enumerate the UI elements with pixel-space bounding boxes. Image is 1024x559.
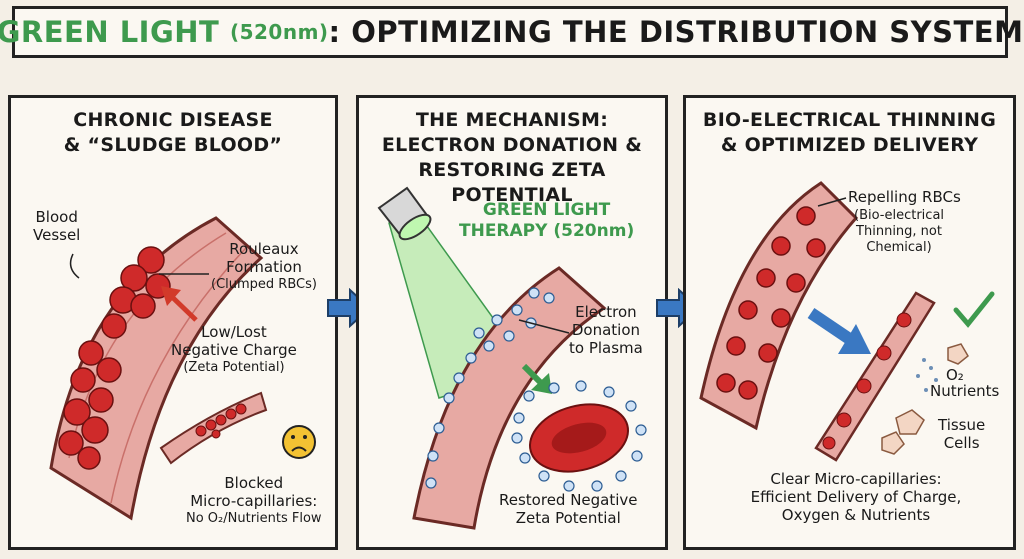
panel3-title-line2: & OPTIMIZED DELIVERY [720,134,979,156]
label-therapy: GREEN LIGHT THERAPY (520nm) [459,200,634,242]
tissue-cells [881,343,969,455]
flashlight-icon [377,186,432,241]
panel3-title: BIO-ELECTRICAL THINNING & OPTIMIZED DELI… [686,108,1013,158]
label-clear-line2: Efficient Delivery of Charge, [750,488,962,506]
panel1-title-line2: & “SLUDGE BLOOD” [63,134,283,156]
label-electron-line1: Electron [575,303,637,321]
label-restored-line1: Restored Negative [499,491,638,509]
panel-mechanism: THE MECHANISM: ELECTRON DONATION & RESTO… [356,95,668,550]
label-electron-line2: Donation [571,321,641,339]
label-blood-vessel-line1: Blood [35,208,78,226]
panel2-title-line2: ELECTRON DONATION & [381,134,643,156]
label-tissue-cells: Tissue Cells [938,416,985,452]
label-no-flow: No O₂/Nutrients Flow [186,511,322,526]
label-negative-charge: Low/Lost Negative Charge (Zeta Potential… [171,323,297,377]
label-electron-donation: Electron Donation to Plasma [569,303,643,357]
clumped-rbcs [58,246,171,470]
label-clear-line3: Oxygen & Nutrients [781,506,931,524]
panel2-title-line1: THE MECHANISM: [415,109,609,131]
label-zeta: (Zeta Potential) [183,360,285,375]
title-wavelength: (520nm) [229,20,329,44]
sad-face-icon [282,425,316,459]
label-thinning-line1: (Bio-electrical [854,208,945,223]
electron-icons [425,287,555,489]
title-rest: : OPTIMIZING THE DISTRIBUTION SYSTEM [328,15,1024,49]
page-title: GREEN LIGHT (520nm): OPTIMIZING THE DIST… [0,6,1023,58]
label-repelling: Repelling RBCs [848,188,961,206]
panel2-title-line3: RESTORING ZETA POTENTIAL [418,159,606,206]
panel1-title: CHRONIC DISEASE & “SLUDGE BLOOD” [11,108,335,158]
red-arrow-icon [161,286,198,322]
panel3-title-line1: BIO-ELECTRICAL THINNING [702,109,997,131]
label-rouleaux-line2: Formation [226,258,302,276]
label-blocked-line1: Blocked [224,474,284,492]
blue-arrow-icon [807,308,871,354]
label-o2: O₂ [946,366,964,384]
label-thinning: (Bio-electrical Thinning, not Chemical) [854,208,944,256]
label-clumped: (Clumped RBCs) [211,277,317,292]
repelling-rbcs [716,206,826,400]
label-blood-vessel: Blood Vessel [33,208,80,244]
panel2-title: THE MECHANISM: ELECTRON DONATION & RESTO… [359,108,665,208]
label-clear-line1: Clear Micro-capillaries: [770,470,942,488]
label-rouleaux: Rouleaux Formation (Clumped RBCs) [211,240,317,294]
panel1-illustration [49,216,316,521]
green-arrow-icon [521,363,552,394]
title-green-light: GREEN LIGHT [0,15,220,49]
label-restored-line2: Zeta Potential [515,509,621,527]
label-therapy-line2: THERAPY (520nm) [459,221,635,241]
label-charge-line2: Negative Charge [171,341,297,359]
label-nutrients: Nutrients [930,382,1000,400]
label-rouleaux-line1: Rouleaux [229,240,299,258]
panel-chronic-disease: CHRONIC DISEASE & “SLUDGE BLOOD” Blood V… [8,95,338,550]
check-icon [953,291,995,328]
label-electron-line3: to Plasma [569,339,643,357]
label-blood-vessel-line2: Vessel [33,226,81,244]
label-tissue-line1: Tissue [938,416,986,434]
label-restored: Restored Negative Zeta Potential [499,491,638,527]
label-thinning-line2: Thinning, not [856,224,942,239]
panel-optimized-delivery: BIO-ELECTRICAL THINNING & OPTIMIZED DELI… [683,95,1016,550]
label-tissue-line2: Cells [943,434,980,452]
label-therapy-line1: GREEN LIGHT [482,200,611,220]
panel3-illustration [699,181,995,462]
label-charge-line1: Low/Lost [201,323,267,341]
label-thinning-line3: Chemical) [866,240,932,255]
restored-rbc [528,403,630,473]
blood-vessel-mid [412,266,607,530]
label-blocked: Blocked Micro-capillaries: No O₂/Nutrien… [186,474,322,528]
panel2-illustration [377,186,647,530]
panel1-title-line1: CHRONIC DISEASE [73,109,273,131]
label-blocked-line2: Micro-capillaries: [190,492,318,510]
label-clear-capillaries: Clear Micro-capillaries: Efficient Deliv… [726,470,986,524]
